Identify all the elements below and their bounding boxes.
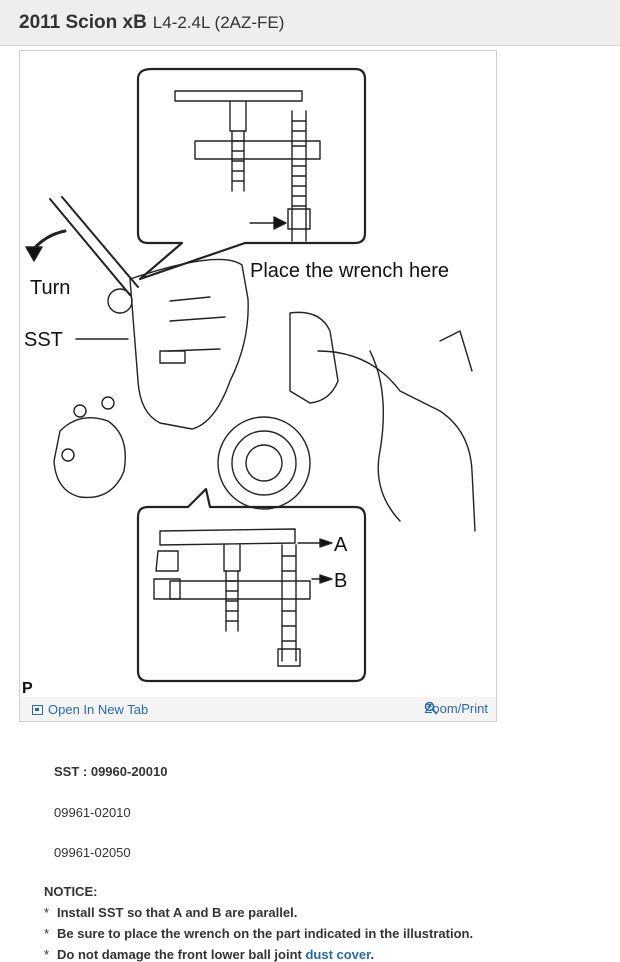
engine-spec: L4-2.4L (2AZ-FE) — [152, 13, 285, 32]
turn-label: Turn — [30, 277, 70, 299]
figure-toolbar: Open In New Tab Zoom/Print — [20, 697, 496, 721]
page-header: 2011 Scion xB L4-2.4L (2AZ-FE) — [0, 0, 620, 46]
bullet-star: * — [44, 947, 50, 962]
label-a: A — [334, 534, 348, 556]
notice-item: * Be sure to place the wrench on the part… — [44, 926, 473, 947]
new-tab-icon — [32, 704, 43, 715]
sst-label: SST — [24, 329, 63, 351]
notice-text: Install SST so that A and B are parallel… — [57, 905, 298, 920]
zoom-print-link[interactable]: Zoom/Print — [424, 701, 488, 716]
notice-item: * Install SST so that A and B are paralle… — [44, 905, 473, 926]
label-b: B — [334, 570, 347, 592]
open-in-new-tab-link[interactable]: Open In New Tab — [32, 702, 148, 717]
part-number-1: 09961-02010 — [54, 805, 131, 820]
zoom-link-label: Zoom/Print — [424, 701, 488, 716]
illustration-card: Turn SST Place the wrench here A B P Ope… — [19, 50, 497, 722]
open-link-label: Open In New Tab — [48, 702, 149, 717]
notice-item: * Do not damage the front lower ball join… — [44, 947, 473, 962]
vehicle-name: 2011 Scion xB — [19, 12, 147, 33]
notice-suffix: . — [370, 947, 375, 962]
sst-number: SST : 09960-20010 — [54, 764, 168, 779]
notice-text: Do not damage the front lower ball joint — [57, 947, 306, 962]
label-p: P — [22, 680, 33, 697]
dust-cover-link[interactable]: dust cover — [305, 947, 371, 962]
magnifier-icon — [425, 701, 439, 715]
notice-text: Be sure to place the wrench on the part … — [57, 926, 474, 941]
notice-list: * Install SST so that A and B are paralle… — [44, 905, 473, 962]
wrench-label: Place the wrench here — [250, 260, 449, 282]
ball-joint-illustration: Turn SST Place the wrench here A B P — [22, 67, 476, 697]
bullet-star: * — [44, 905, 50, 920]
bullet-star: * — [44, 926, 50, 941]
part-number-2: 09961-02050 — [54, 845, 131, 860]
page-title: 2011 Scion xB L4-2.4L (2AZ-FE) — [19, 12, 284, 34]
notice-heading: NOTICE: — [44, 884, 98, 899]
